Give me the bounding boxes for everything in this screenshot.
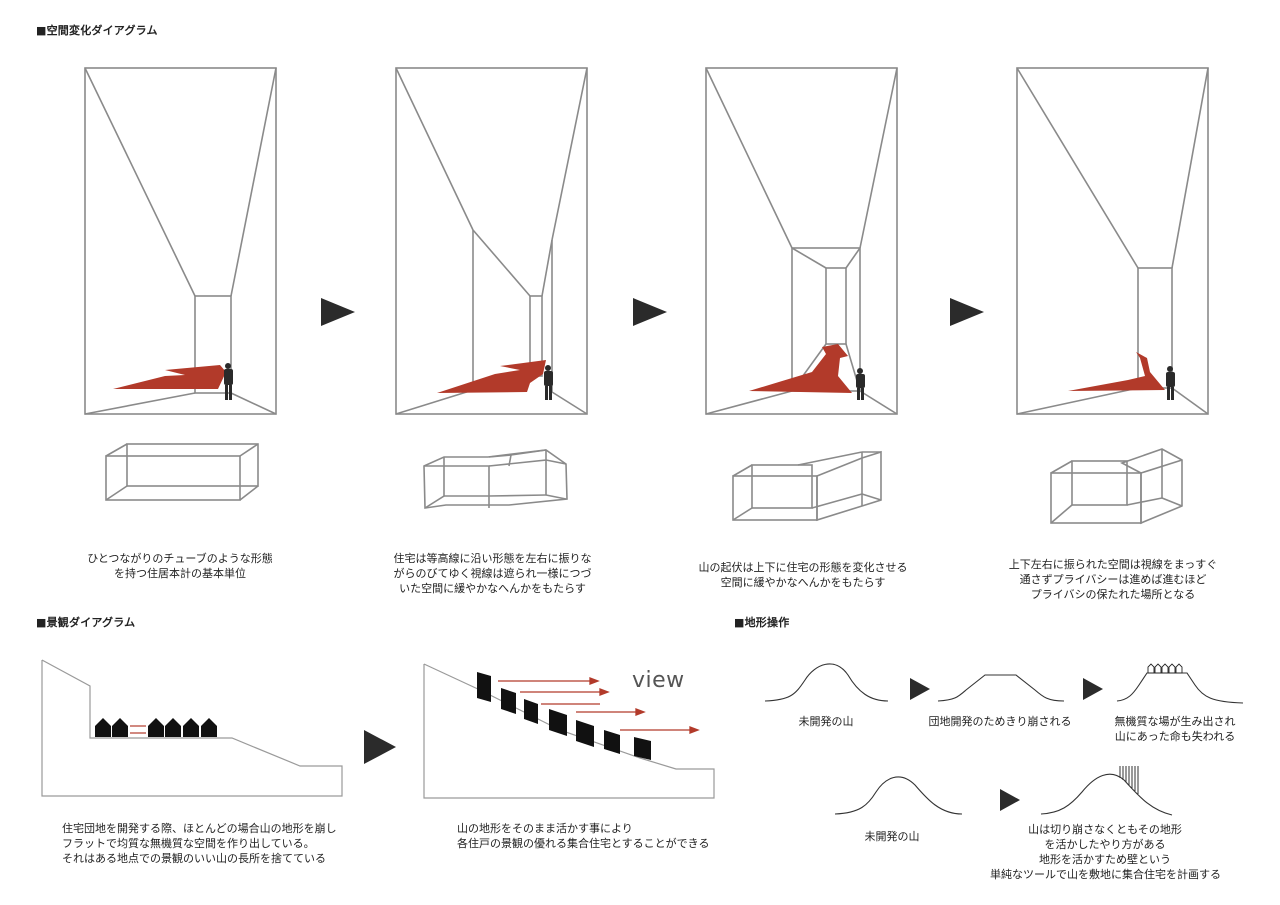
wireframe-box-1 [105,443,259,501]
landscape-diagram-heading: ■景観ダイアグラム [36,616,136,629]
terrain-caption-undeveloped-2: 未開発の山 [864,830,920,843]
terrain-cut-mountain [937,674,1065,702]
wall-block [501,688,516,714]
landscape-terrain-before [42,660,342,796]
arrow-icon-spatial-3 [950,298,984,326]
view-label: view [632,668,685,693]
wall-block [634,737,651,760]
house-icon [148,718,164,737]
landscape-caption-before: 住宅団地を開発する際、ほとんどの場合山の地形を崩し フラットで均質な無機質な空間… [62,822,337,865]
arrow-icon-terrain-1 [910,678,930,700]
person-icon-4 [1166,366,1175,400]
wireframe-box-3 [732,450,882,522]
house-icon [165,718,181,737]
red-floor-shape-3 [749,344,852,393]
arrow-icon-terrain-3 [1000,789,1020,811]
terrain-flattened-mountain [1116,672,1244,704]
terrain-mountain-1 [764,663,889,702]
wireframe-box-4 [1050,448,1183,525]
spatial-caption-2: 住宅は等高線に沿い形態を左右に振りな がらのびてゆく視線は遮られ一様につづ いた… [393,552,592,595]
spatial-panel-1 [84,67,277,415]
view-arrows [498,677,700,734]
terrain-caption-inorganic: 無機質な場が生み出され 山にあった命も失われる [1114,715,1236,743]
terrain-wall-lines [1120,766,1138,794]
person-icon-2 [544,365,553,400]
arrow-icon-spatial-2 [633,298,667,326]
house-icon [201,718,217,737]
spatial-caption-4: 上下左右に振られた空間は視線をまっすぐ 通さずプライバシーは進めば進むほど プラ… [1008,558,1218,601]
arrow-icon-spatial-1 [321,298,355,326]
landscape-walls-after [477,672,651,760]
person-icon-3 [856,368,865,400]
landscape-houses-before [95,718,217,737]
terrain-mountain-walls [1040,773,1173,816]
terrain-tiny-houses [1147,663,1183,674]
arrow-icon-terrain-2 [1083,678,1103,700]
wall-block [604,730,620,754]
person-icon-1 [224,363,233,400]
terrain-caption-cut: 団地開発のためきり崩される [928,715,1072,728]
spatial-diagram-heading: ■空間変化ダイアグラム [36,24,158,37]
wall-block [524,699,538,724]
terrain-operation-heading: ■地形操作 [734,616,790,629]
spatial-caption-1: ひとつながりのチューブのような形態 を持つ住居本計の基本単位 [87,552,273,580]
terrain-mountain-2 [834,776,963,815]
house-icon [95,718,111,737]
house-icon [183,718,199,737]
spatial-panel-3 [705,67,898,415]
spatial-caption-3: 山の起伏は上下に住宅の形態を変化させる 空間に緩やかなへんかをもたらす [698,561,908,589]
wireframe-box-2 [423,449,568,509]
arrow-icon-landscape [364,730,396,764]
terrain-caption-walls: 山は切り崩さなくともその地形 を活かしたやり方がある 地形を活かすため壁という … [990,823,1221,881]
spatial-panel-2 [395,67,588,415]
wall-block [576,720,594,747]
landscape-caption-after: 山の地形をそのまま活かす事により 各住戸の景観の優れる集合住宅とすることができる [457,822,710,850]
wall-block [477,672,491,702]
red-floor-shape-4 [1068,352,1165,391]
wall-block [549,709,567,736]
house-icon [112,718,128,737]
red-floor-shape-1 [113,365,226,389]
terrain-caption-undeveloped-1: 未開発の山 [798,715,854,728]
landscape-red-lines-before [130,726,146,733]
red-floor-shape-2 [437,360,546,393]
spatial-panel-4 [1016,67,1209,415]
